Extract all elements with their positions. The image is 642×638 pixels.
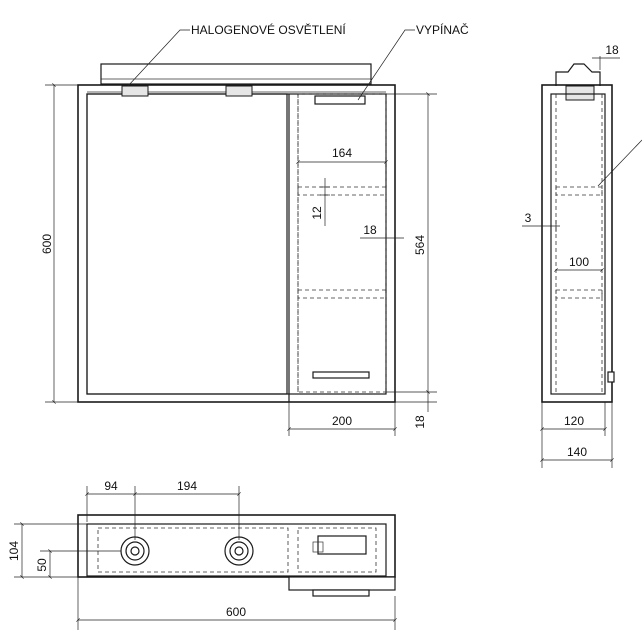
dim-side-shelf-depth: 100 [569, 255, 589, 269]
top-light-channel [97, 527, 289, 573]
front-view [77, 63, 396, 403]
top-view [77, 514, 396, 597]
dim-inner-height: 564 [413, 235, 427, 255]
side-handle [607, 371, 615, 383]
dim-shelf-width: 164 [332, 146, 352, 160]
dim-shelf-thickness: 12 [310, 206, 324, 220]
halogen-label: HALOGENOVÉ OSVĚTLENÍ [191, 22, 346, 37]
switch-leader [357, 29, 415, 101]
dim-side-inner-depth: 120 [564, 414, 584, 428]
light-bar [100, 63, 372, 85]
shelf-upper [297, 186, 387, 196]
side-outer [541, 84, 613, 403]
halogen-leader [127, 29, 190, 87]
callouts: HALOGENOVÉ OSVĚTLENÍ VYPÍNAČ [127, 22, 469, 101]
dim-front-height: 600 [40, 234, 54, 254]
dim-side-thickness: 18 [363, 223, 377, 237]
side-leader [597, 139, 642, 187]
side-dimensions: 18 3 100 120 140 [522, 43, 620, 468]
halogen-lamp-left [121, 85, 149, 97]
dim-side-gap: 3 [525, 211, 532, 225]
mirror-door [86, 93, 288, 395]
dim-top-depth: 104 [7, 541, 21, 561]
top-lamp-left [120, 536, 150, 566]
dim-top-projection: 18 [605, 43, 619, 57]
dim-cabinet-width: 200 [332, 414, 352, 428]
switch-box [314, 95, 366, 105]
top-handle [312, 589, 370, 597]
top-switch [317, 535, 367, 555]
side-shelf-upper [555, 186, 603, 196]
dim-light-depth: 50 [35, 558, 49, 572]
top-lamp-right [224, 536, 254, 566]
front-outer-frame [77, 84, 396, 403]
front-dimensions: 600 564 18 164 12 18 200 [40, 83, 437, 436]
halogen-lamp-right [225, 85, 253, 97]
shelf-lower [297, 289, 387, 299]
side-shelf-lower [555, 289, 603, 299]
door-handle [312, 371, 370, 379]
top-outer [77, 514, 396, 578]
cabinet-interior [297, 93, 387, 393]
dim-side-depth: 140 [567, 445, 587, 459]
dim-light-offset: 94 [104, 479, 118, 493]
dim-front-width: 600 [226, 605, 246, 619]
side-top-bracket [555, 63, 601, 86]
side-view [541, 63, 642, 403]
top-dimensions: 94 194 104 50 600 [7, 479, 397, 630]
dim-bottom-thickness: 18 [413, 415, 427, 429]
top-door-projection [288, 576, 396, 591]
switch-label: VYPÍNAČ [416, 22, 469, 37]
side-lamp [565, 85, 595, 101]
dim-light-spacing: 194 [177, 479, 197, 493]
